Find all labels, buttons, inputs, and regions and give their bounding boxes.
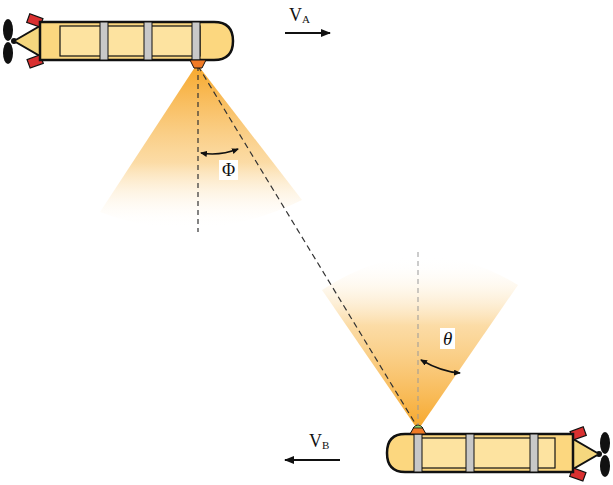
angle-arc — [421, 360, 460, 373]
angle-symbol: θ — [440, 328, 455, 349]
velocity-arrow — [285, 32, 330, 34]
velocity-subscript: B — [322, 440, 329, 451]
sonar-cone — [100, 64, 302, 228]
auv-vehicle — [387, 425, 610, 481]
velocity-symbol: V — [309, 432, 322, 450]
vertical-reference — [418, 250, 419, 428]
velocity-symbol: V — [289, 6, 302, 24]
line-of-sight — [198, 66, 418, 428]
velocity-arrow — [285, 459, 340, 461]
vertical-reference — [197, 66, 198, 232]
angle-symbol: Φ — [219, 160, 238, 180]
sonar-cone — [322, 256, 518, 430]
angle-arc — [201, 149, 238, 154]
velocity-subscript: A — [302, 14, 310, 25]
auv-vehicle — [3, 14, 233, 68]
